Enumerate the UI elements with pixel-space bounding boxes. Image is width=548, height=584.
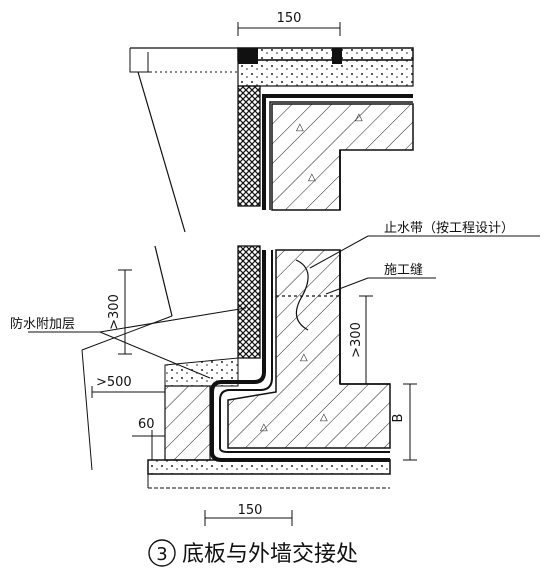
step-label: 60: [138, 417, 155, 432]
left-upturn-dim: [118, 269, 132, 355]
bottom-dimension-label: 150: [238, 503, 263, 518]
membrane-upper: [262, 94, 413, 210]
waterstop-annotation: 止水带（按工程设计）: [384, 221, 514, 236]
top-protective-layer: [237, 47, 414, 61]
left-upturn-label: >300: [107, 294, 122, 330]
bottom-dimension: [204, 510, 293, 526]
waterstop-leader: [309, 235, 369, 269]
top-dimension-label: 150: [277, 11, 302, 26]
insulation-upper: [237, 85, 261, 207]
concrete-upper: [271, 103, 414, 211]
layer-leader-1: [99, 307, 247, 333]
foundation-left-block: [164, 385, 211, 461]
extend-dim: [91, 386, 165, 398]
b-label: B: [391, 414, 406, 423]
svg-text:△: △: [308, 172, 316, 183]
lower-section: △ △ △: [81, 245, 391, 489]
layer-leader-2: [99, 331, 211, 379]
membrane-additional-layer: [219, 250, 390, 453]
step-dim: [132, 430, 165, 460]
joint-leader: [325, 277, 369, 295]
upper-section: 150 △ △ △: [129, 11, 414, 233]
caption-number-circle: [148, 539, 176, 567]
right-height-label: >300: [349, 322, 364, 358]
excavation-slope-upper: [137, 71, 186, 233]
top-screed-layer: [237, 59, 414, 87]
joint-annotation: 施工缝: [384, 263, 423, 278]
waterstop: [295, 259, 309, 331]
svg-text:△: △: [320, 412, 328, 423]
caption-title: 底板与外墙交接处: [182, 542, 358, 567]
caption: 3 底板与外墙交接处: [148, 539, 358, 567]
right-height-dim: [359, 295, 373, 385]
excavation-bench: [81, 315, 173, 351]
top-seal-block-right: [332, 48, 342, 64]
base-cushion: [147, 459, 391, 475]
insulation-lower: [237, 245, 261, 359]
top-seal-block-left: [238, 48, 258, 64]
top-dimension: [237, 22, 341, 36]
extend-label: >500: [96, 375, 132, 390]
svg-text:△: △: [296, 122, 304, 133]
membrane-lower: [210, 250, 390, 462]
svg-text:△: △: [300, 352, 308, 363]
svg-text:△: △: [355, 112, 363, 123]
waterproof-layer-annotation: 防水附加层: [10, 316, 75, 332]
excavation-slope-lower: [154, 245, 173, 317]
svg-text:△: △: [260, 422, 268, 433]
caption-number: 3: [156, 544, 167, 565]
cushion-fill: [164, 357, 239, 387]
b-dim: [403, 383, 417, 461]
